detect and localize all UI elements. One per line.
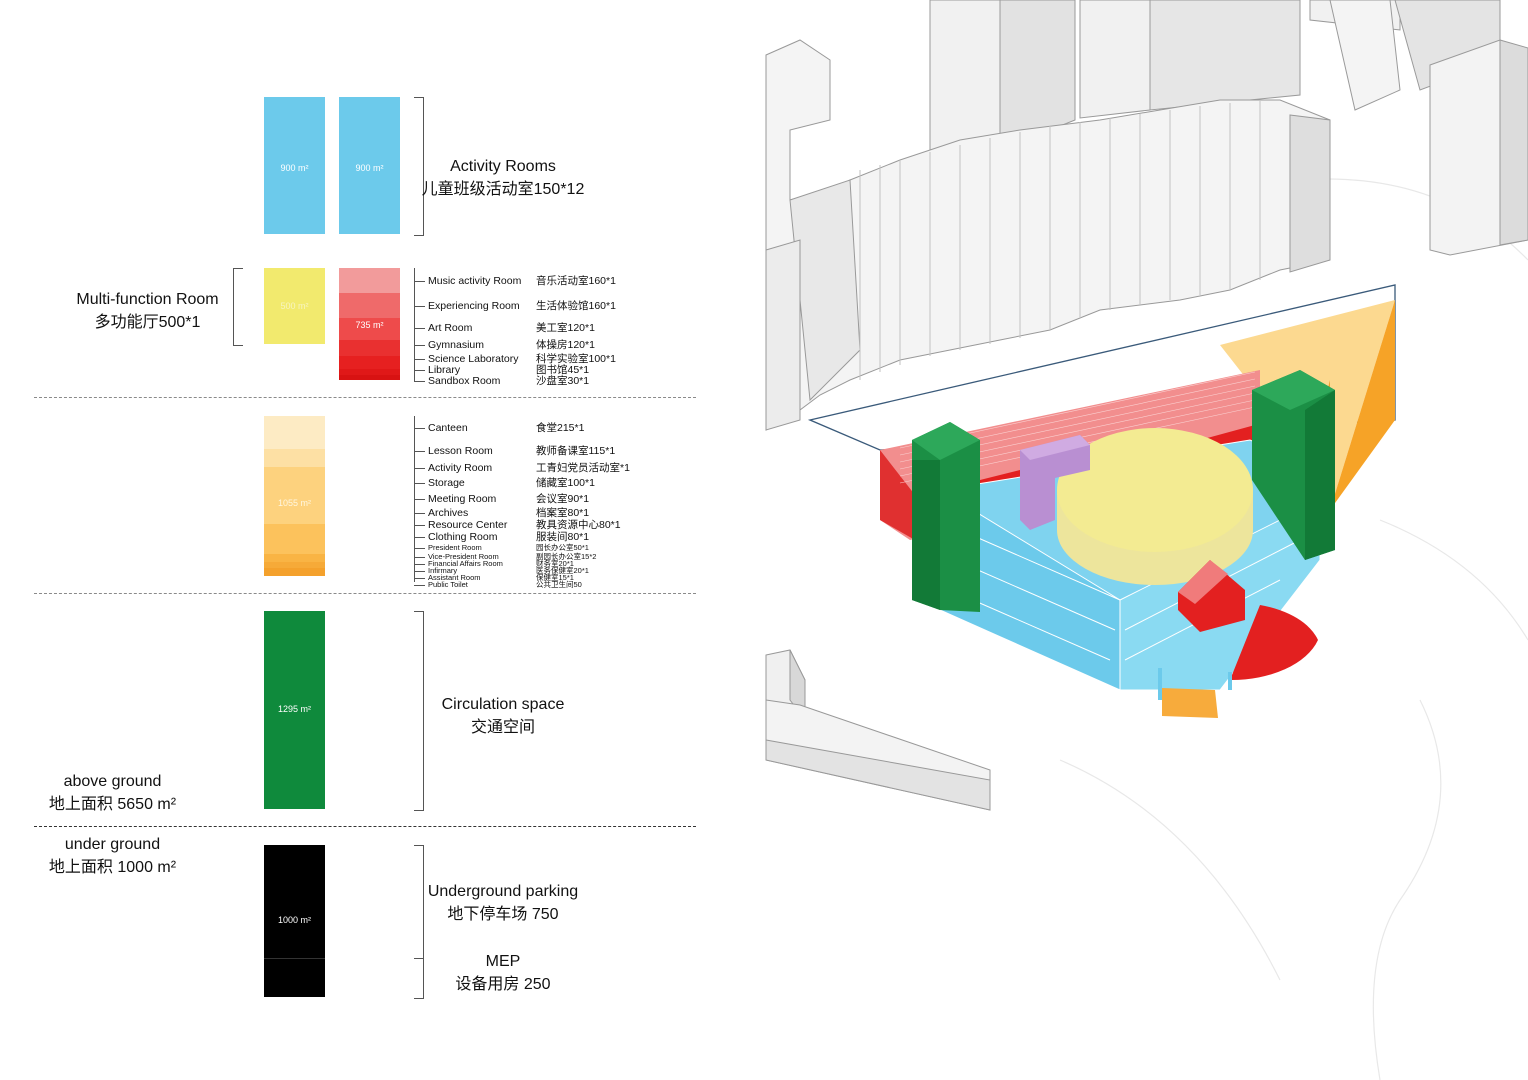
above-ground-zh: 地上面积 5650 m² (48, 796, 177, 813)
multifunction-title-zh: 多功能厅500*1 (94, 314, 201, 331)
above-ground-en: above ground (63, 773, 162, 790)
rooms-red-spine (414, 268, 415, 382)
green-volumes (912, 370, 1335, 612)
activity-bar-2: 900 m² (339, 97, 400, 234)
red-house (1178, 560, 1245, 632)
circulation-title: Circulation space 交通空间 (418, 693, 588, 739)
circulation-bar: 1295 m² (264, 611, 325, 809)
purple-volume (1020, 435, 1090, 530)
mep-tick (414, 958, 424, 959)
multifunction-title-en: Multi-function Room (76, 291, 219, 308)
underground-bracket (414, 845, 424, 999)
lower-buildings (765, 649, 991, 811)
activity-bracket (414, 97, 424, 236)
support-bar: 1055 m² (264, 416, 325, 576)
yellow-cylinder (1057, 428, 1253, 585)
mep-title-zh: 设备用房 250 (455, 976, 551, 993)
housing-stripes (859, 101, 1261, 380)
circulation-bar-value: 1295 m² (277, 704, 312, 714)
mep-title: MEP 设备用房 250 (418, 950, 588, 996)
background-towers (929, 0, 1528, 256)
multifunction-bracket-left (233, 268, 243, 346)
multifunction-bar: 500 m² (264, 268, 325, 344)
support-bar-value: 1055 m² (277, 498, 312, 508)
red-disc (1230, 605, 1318, 681)
circulation-bracket (414, 611, 424, 811)
underground-bar-value: 1000 m² (277, 915, 312, 925)
multifunction-title: Multi-function Room 多功能厅500*1 (60, 288, 235, 334)
ground-line (34, 826, 696, 827)
housing-block (765, 39, 1331, 431)
under-ground-zh: 地上面积 1000 m² (48, 859, 177, 876)
divider-1 (34, 397, 696, 398)
under-ground-label: under ground 地上面积 1000 m² (40, 833, 185, 879)
orange-box (1162, 688, 1218, 718)
rooms-red-bar-value: 735 m² (355, 320, 384, 330)
underground-bar: 1000 m² (264, 845, 325, 997)
activity-bar-2-value: 900 m² (355, 163, 384, 173)
activity-bar-1-value: 900 m² (280, 163, 309, 173)
parking-title: Underground parking 地下停车场 750 (418, 880, 588, 926)
rooms-red-bar: 735 m² (339, 268, 400, 380)
parking-title-zh: 地下停车场 750 (447, 906, 559, 923)
above-ground-label: above ground 地上面积 5650 m² (40, 770, 185, 816)
mep-title-en: MEP (485, 953, 521, 970)
activity-bar-1: 900 m² (264, 97, 325, 234)
circulation-title-zh: 交通空间 (470, 719, 535, 736)
activity-title: Activity Rooms 儿童班级活动室150*12 (418, 155, 588, 201)
under-ground-en: under ground (64, 836, 161, 853)
activity-title-zh: 儿童班级活动室150*12 (421, 181, 585, 198)
axonometric-drawing (765, 0, 1528, 1080)
multifunction-bar-value: 500 m² (280, 301, 309, 311)
parking-title-en: Underground parking (427, 883, 579, 900)
activity-title-en: Activity Rooms (450, 158, 556, 175)
divider-2 (34, 593, 696, 594)
circulation-title-en: Circulation space (441, 696, 565, 713)
